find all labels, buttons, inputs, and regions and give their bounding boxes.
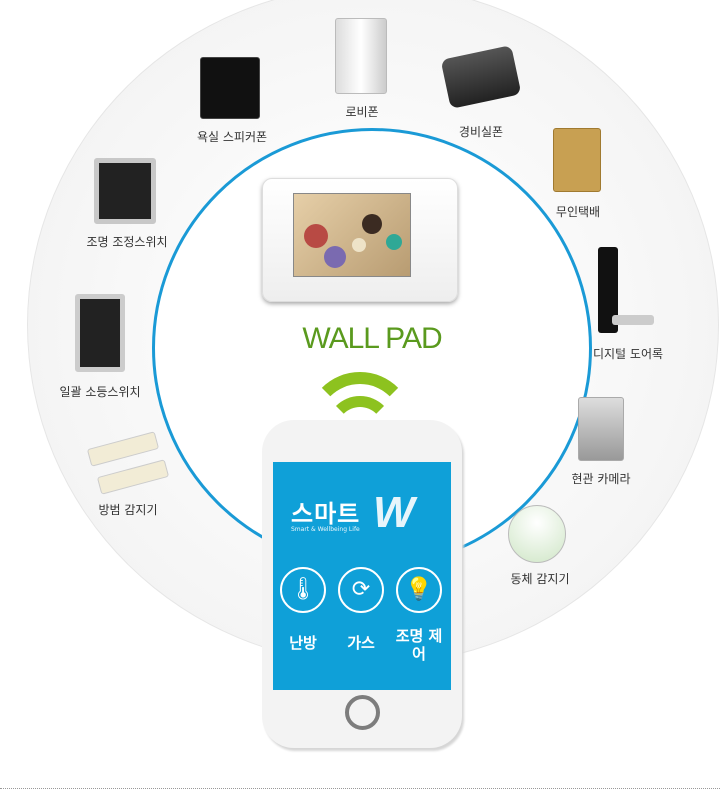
lighting-control-label[interactable]: 조명 제어 bbox=[395, 627, 443, 663]
app-tagline: Smart & Wellbeing Life bbox=[291, 526, 360, 533]
label-light-dimmer-switch: 조명 조정스위치 bbox=[86, 235, 168, 249]
label-bath-speakerphone: 욕실 스피커폰 bbox=[196, 130, 268, 144]
lobby-phone-image bbox=[335, 18, 387, 94]
folder-bubble-icon bbox=[362, 214, 382, 234]
delivery-box-image bbox=[553, 128, 601, 192]
bulb-icon[interactable]: 💡 bbox=[396, 567, 442, 613]
visitor-bubble-icon bbox=[352, 238, 366, 252]
entrance-camera-image bbox=[578, 397, 624, 461]
label-entrance-camera: 현관 카메라 bbox=[571, 472, 631, 486]
smartphone: 스마트 W Smart & Wellbeing Life 🌡 ⟳ 💡 난방 가스… bbox=[262, 420, 462, 748]
master-off-switch-image bbox=[75, 294, 125, 372]
label-lobby-phone: 로비폰 bbox=[345, 105, 379, 119]
phone-screen: 스마트 W Smart & Wellbeing Life 🌡 ⟳ 💡 난방 가스… bbox=[273, 462, 451, 690]
doorlock-handle-image bbox=[612, 315, 654, 325]
app-logo: 스마트 bbox=[291, 500, 361, 528]
app-logo-mark: W bbox=[373, 488, 415, 537]
thermometer-icon[interactable]: 🌡 bbox=[280, 567, 326, 613]
home-bubble-icon bbox=[304, 224, 328, 248]
wall-pad-screen bbox=[293, 193, 411, 277]
bath-speakerphone-image bbox=[200, 57, 260, 119]
label-master-off-switch: 일괄 소등스위치 bbox=[59, 385, 141, 399]
digital-doorlock-image bbox=[598, 247, 618, 333]
divider bbox=[0, 788, 720, 789]
label-guard-phone: 경비실폰 bbox=[458, 125, 504, 139]
gas-label[interactable]: 가스 bbox=[347, 634, 375, 652]
wall-pad-title: WALL PAD bbox=[302, 322, 442, 355]
wifi-arc-middle bbox=[326, 396, 394, 464]
search-bubble-icon bbox=[386, 234, 402, 250]
home-button[interactable] bbox=[345, 695, 380, 730]
phone-bubble-icon bbox=[324, 246, 346, 268]
refresh-icon[interactable]: ⟳ bbox=[338, 567, 384, 613]
light-dimmer-switch-image bbox=[94, 158, 156, 224]
label-digital-doorlock: 디지털 도어록 bbox=[592, 347, 664, 361]
motion-sensor-image bbox=[508, 505, 566, 563]
label-motion-sensor: 동체 감지기 bbox=[510, 572, 570, 586]
label-delivery-box: 무인택배 bbox=[555, 205, 601, 219]
wall-pad-image bbox=[262, 178, 458, 302]
label-intrusion-sensor: 방범 감지기 bbox=[98, 503, 158, 517]
heating-label[interactable]: 난방 bbox=[289, 634, 317, 652]
